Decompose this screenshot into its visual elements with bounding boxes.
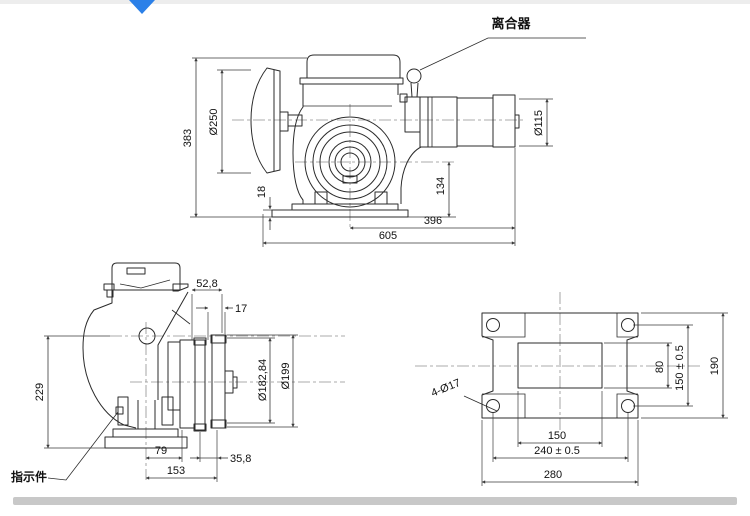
plate-dimensions: 80 150 ± 0.5 190 150 240 ± 0.5 280	[481, 312, 725, 484]
dim-plate-height: 190	[709, 357, 721, 375]
top-view-extension-lines	[190, 57, 553, 247]
gearbox-body	[292, 54, 422, 204]
dim-motor-diameter: Ø115	[533, 110, 545, 136]
bolt-hole	[621, 399, 635, 413]
top-edge-strip	[0, 0, 750, 4]
side-view-dimensions: 52,8 17 229 Ø182,84 Ø199 79 35,8 153	[34, 278, 295, 480]
dim-overall-length: 605	[379, 230, 397, 242]
plate-centerlines	[415, 292, 702, 432]
side-body	[82, 290, 196, 429]
side-base	[104, 396, 188, 449]
dim-hole-pitch-vertical: 150 ± 0.5	[674, 345, 686, 391]
dim-holes-callout: 4-Ø17	[429, 377, 462, 400]
dim-slot-width: 150	[548, 430, 566, 442]
clutch-label: 离合器	[491, 16, 531, 31]
dim-hole-pitch-horizontal: 240 ± 0.5	[534, 445, 580, 457]
dim-slot-height: 80	[654, 361, 666, 373]
base-plate-drawing: 4-Ø17 80 150 ± 0.5	[415, 292, 728, 486]
dim-handwheel-diameter: Ø250	[208, 109, 220, 136]
dim-spigot-depth: 17	[235, 303, 247, 315]
dim-center-to-flange-end: 153	[167, 465, 185, 477]
motor	[419, 94, 520, 148]
dim-flange-offset: 52,8	[196, 278, 217, 290]
indicator-leader-line	[47, 411, 119, 481]
clutch-lever	[404, 68, 422, 133]
top-view-drawing: 离合器 383 Ø250	[182, 16, 586, 247]
side-cover	[103, 262, 189, 298]
handwheel	[250, 67, 303, 174]
dim-center-to-motor-length: 396	[424, 215, 442, 227]
plate-holes	[486, 318, 635, 413]
output-gear-circles	[304, 116, 396, 208]
bolt-hole	[486, 399, 500, 413]
clutch-leader-line	[419, 37, 586, 71]
top-view-centerlines	[232, 104, 525, 228]
dim-bolt-circle-diameter: Ø182,84	[257, 359, 269, 401]
plate-center-opening	[517, 342, 603, 389]
dim-base-thickness: 18	[256, 186, 268, 198]
dim-overall-height: 383	[182, 129, 194, 147]
plate-outline	[481, 312, 639, 419]
blue-down-arrow-icon	[129, 0, 155, 14]
top-view-dimensions: 383 Ø250 18 134 Ø115 396 605	[182, 57, 549, 245]
dim-center-to-base: 229	[34, 383, 46, 401]
dim-center-to-face: 79	[155, 445, 167, 457]
indicator-label: 指示件	[11, 469, 47, 484]
mounting-base	[271, 191, 409, 218]
holes-leader-line	[463, 395, 498, 412]
side-view-centerlines	[110, 322, 345, 480]
plate-corner-tabs	[482, 313, 638, 418]
bolt-hole	[486, 318, 500, 332]
bottom-divider-bar	[13, 497, 737, 505]
bolt-hole	[621, 318, 635, 332]
dim-hub-width: 35,8	[230, 453, 251, 465]
output-flange	[193, 334, 238, 432]
plate-extension-lines	[481, 312, 728, 486]
dim-center-height: 134	[435, 177, 447, 195]
dim-plate-width: 280	[544, 469, 562, 481]
dim-flange-diameter: Ø199	[280, 363, 292, 390]
side-view-drawing: 指示件 52,8	[11, 262, 345, 484]
